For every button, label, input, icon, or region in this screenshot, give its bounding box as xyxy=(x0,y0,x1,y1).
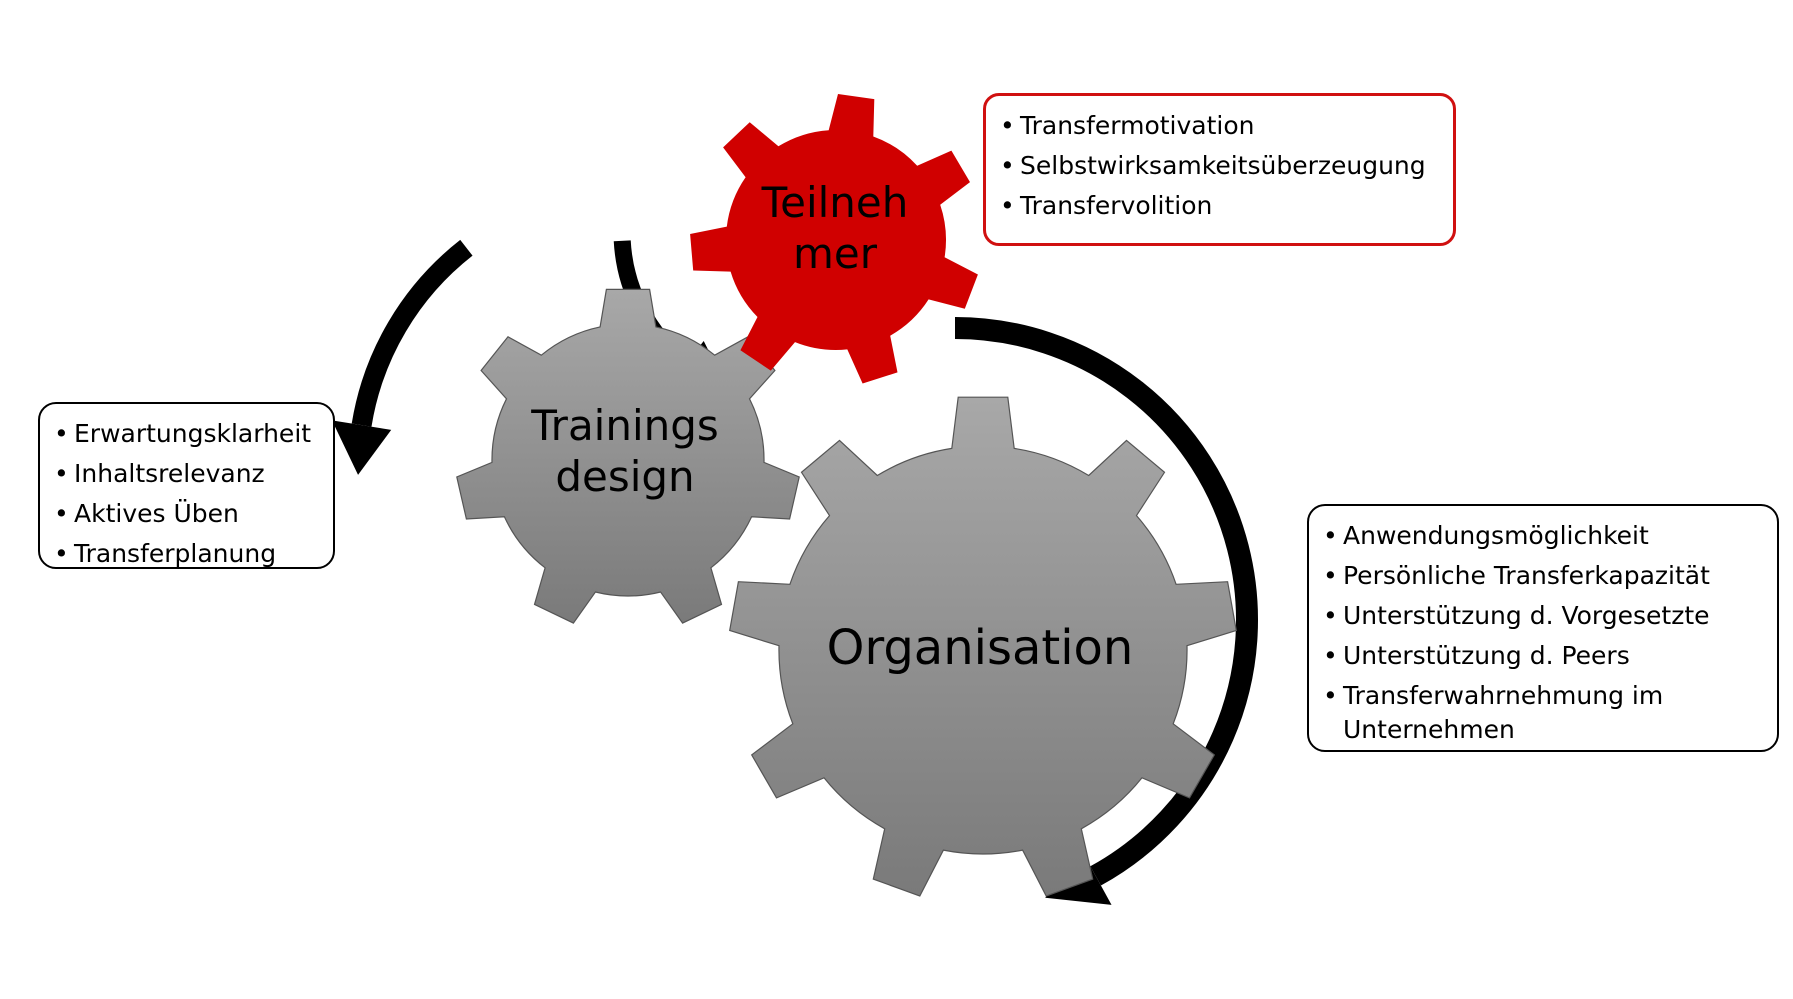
list-item: Aktives Üben xyxy=(54,494,319,534)
list-item: Unterstützung d. Peers xyxy=(1323,636,1763,676)
list-item: Transferwahrnehmung im Unternehmen xyxy=(1323,679,1763,747)
list-item: Transferplanung xyxy=(54,534,319,574)
trainings-design-gear-label: Trainings design xyxy=(531,401,719,502)
organisation-gear-label: Organisation xyxy=(826,620,1134,676)
teilnehmer-factors-box: Transfermotivation Selbstwirksamkeitsübe… xyxy=(983,93,1456,246)
list-item: Erwartungsklarheit xyxy=(54,414,319,454)
trainings-design-factors-box: Erwartungsklarheit Inhaltsrelevanz Aktiv… xyxy=(38,402,335,574)
list-item: Unterstützung d. Vorgesetzte xyxy=(1323,596,1763,636)
list-item: Transfermotivation xyxy=(1000,106,1439,146)
trainings-cycle-arrow-head xyxy=(331,420,392,475)
list-item: Inhaltsrelevanz xyxy=(54,454,319,494)
list-item: Anwendungsmöglichkeit xyxy=(1323,516,1763,556)
list-item: Transfervolition xyxy=(1000,186,1439,226)
trainings-cycle-arrow-body xyxy=(351,239,473,427)
list-item: Selbstwirksamkeitsüberzeugung xyxy=(1000,146,1439,186)
teilnehmer-gear-label: Teilneh mer xyxy=(761,178,909,279)
organisation-gear xyxy=(729,396,1237,897)
organisation-cycle-arrow-body xyxy=(954,317,1258,886)
list-item: Persönliche Transferkapazität xyxy=(1323,556,1763,596)
teilnehmer-gear xyxy=(690,94,978,384)
organisation-factors-box: Anwendungsmöglichkeit Persönliche Transf… xyxy=(1307,504,1779,752)
trainings-design-gear xyxy=(456,288,800,624)
